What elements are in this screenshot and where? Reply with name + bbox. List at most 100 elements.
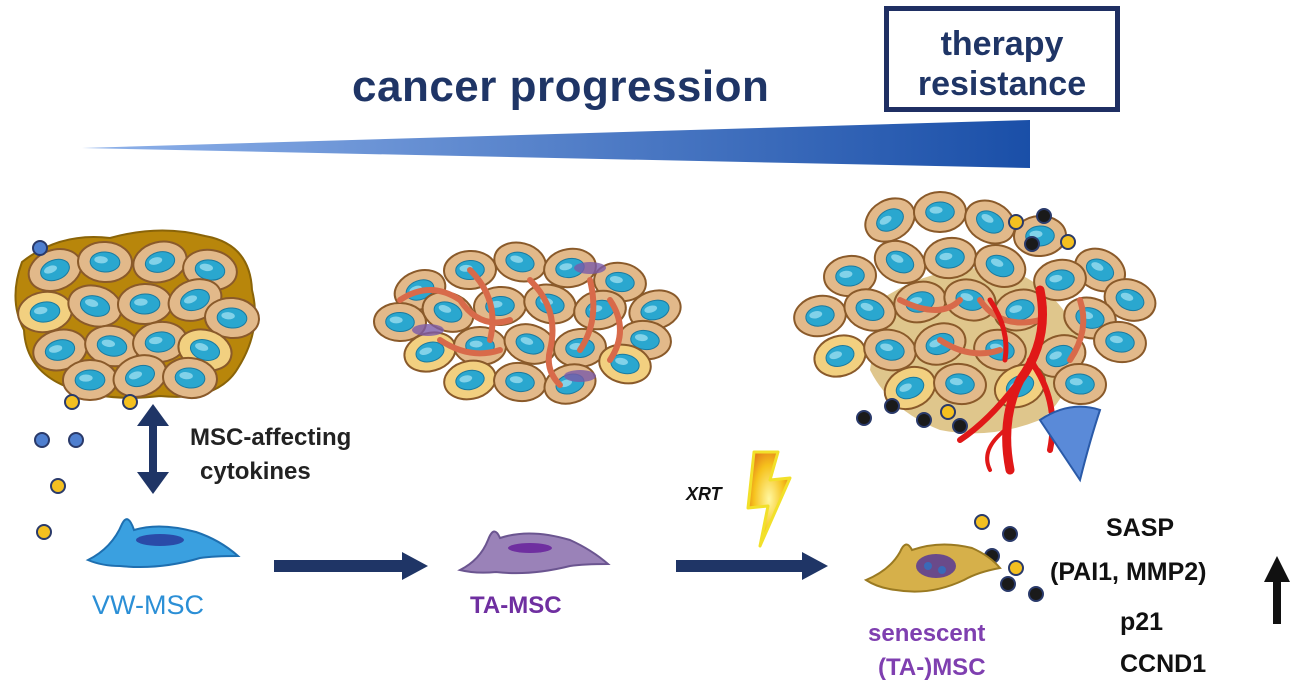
- vw-msc-nucleus: [136, 534, 184, 546]
- cytokine-dot: [916, 412, 932, 428]
- cytokine-dot: [1008, 560, 1024, 576]
- tumor-2-vessel: [467, 267, 496, 343]
- vw-msc-label: VW-MSC: [92, 590, 204, 620]
- tumor-1-cell: [32, 328, 88, 372]
- therapy-label-line1: therapy: [940, 25, 1064, 63]
- cytokine-dot: [940, 404, 956, 420]
- tumor-2-msc: [574, 262, 606, 274]
- cytokine-dot: [884, 398, 900, 414]
- tumor-1: [17, 240, 260, 402]
- cytokine-dot: [1002, 526, 1018, 542]
- tumor-3-cell: [913, 322, 967, 366]
- upregulation-arrow: [1264, 556, 1290, 624]
- tumor-2-cell: [493, 361, 547, 403]
- cytokine-dot: [1024, 236, 1040, 252]
- senescent-msc-nucleus: [916, 554, 956, 578]
- tumor-3-cell: [863, 328, 917, 372]
- tumor-3-cell: [1053, 362, 1107, 406]
- ta-msc-nucleus: [508, 543, 552, 553]
- tumor-1-cell: [162, 356, 218, 400]
- tumor-2-vessel: [527, 277, 563, 388]
- cytokine-dot: [50, 478, 66, 494]
- cytokines-label-line2: cytokines: [200, 458, 311, 485]
- cytokine-dot: [32, 240, 48, 256]
- flow-arrow-2: [676, 552, 828, 580]
- tumor-1-cell: [84, 324, 140, 368]
- cytokine-dot: [122, 394, 138, 410]
- tumor-1-cell: [132, 320, 188, 364]
- sasp-genes-label: (PAI1, MMP2): [1050, 558, 1207, 586]
- cytokines-label-line1: MSC-affecting: [190, 424, 352, 451]
- cytokine-dot: [64, 394, 80, 410]
- tumor-1-cell: [62, 358, 118, 402]
- tumor-3-cell: [933, 362, 987, 406]
- radiation-bolt-icon: [746, 450, 792, 548]
- tumor-3-cell: [883, 365, 937, 411]
- sasp-label: SASP: [1106, 514, 1175, 542]
- senescent-msc-granule: [938, 566, 946, 574]
- tumor-3-cell: [864, 197, 916, 243]
- tumor-3-cell: [1074, 247, 1126, 293]
- tumor-3-cell: [823, 254, 877, 298]
- tumor-1-cell: [27, 248, 83, 292]
- tumor-2-cell: [453, 325, 507, 367]
- cytokine-dot: [1036, 208, 1052, 224]
- cytokine-dot: [68, 432, 84, 448]
- senescent-msc-label-line2: (TA-)MSC: [878, 654, 986, 681]
- cytokine-dot: [856, 410, 872, 426]
- tumor-2-cell: [493, 241, 547, 283]
- tumor-2-cell: [628, 289, 682, 331]
- tumor-2: [373, 241, 682, 405]
- tumor-1-cell: [204, 296, 260, 340]
- cytokine-dot: [1000, 576, 1016, 592]
- tumor-3-vessel: [977, 297, 1043, 326]
- tumor-3-cell: [923, 236, 977, 280]
- tumor-3-vessel: [1067, 297, 1087, 363]
- tumor-3-red-vessels: [957, 285, 1056, 475]
- tumor-3-vessel: [937, 337, 1003, 357]
- cytokine-double-arrow: [137, 404, 169, 494]
- ta-msc-label: TA-MSC: [470, 592, 562, 619]
- tumor-3-cell: [873, 239, 927, 285]
- xrt-label: XRT: [686, 484, 722, 504]
- tumor-1-cell: [112, 354, 168, 398]
- tumor-2-vessel: [577, 277, 597, 353]
- tumor-3-cell: [793, 294, 847, 338]
- cytokine-dot: [1008, 214, 1024, 230]
- tumor-3-vessel: [897, 297, 963, 313]
- tumor-1-cell: [117, 282, 173, 326]
- senescent-msc-granule: [924, 562, 932, 570]
- senescent-msc-label-line1: senescent: [868, 620, 986, 647]
- therapy-resistance-box: therapy resistance: [884, 6, 1120, 112]
- tumor-2-vessel: [437, 337, 503, 357]
- tumor-2-vessel: [607, 297, 623, 363]
- therapy-label-line2: resistance: [917, 65, 1087, 103]
- cancer-progression-label: cancer progression: [352, 62, 770, 111]
- tumor-1-cell: [132, 240, 188, 284]
- cytokine-dot: [1060, 234, 1076, 250]
- p21-label: p21: [1120, 608, 1164, 636]
- tumor-1-cell: [77, 240, 133, 284]
- flow-arrow-1: [274, 552, 428, 580]
- tumor-3-cell: [1033, 258, 1087, 302]
- tumor-3-cell: [843, 288, 897, 332]
- tumor-3: [793, 190, 1157, 411]
- cytokine-dot: [952, 418, 968, 434]
- cytokine-dot: [34, 432, 50, 448]
- tumor-2-cell: [443, 359, 497, 401]
- tumor-3-cell: [973, 244, 1027, 288]
- cytokine-dot: [1028, 586, 1044, 602]
- tumor-1-cell: [67, 284, 123, 328]
- tumor-2-msc: [412, 324, 444, 336]
- ccnd1-label: CCND1: [1120, 650, 1207, 678]
- tumor-3-cell: [813, 334, 867, 378]
- tumor-3-blue-msc: [1038, 405, 1102, 483]
- tumor-3-cell: [913, 190, 967, 234]
- tumor-3-cell: [964, 199, 1016, 245]
- progression-wedge: [82, 120, 1030, 168]
- cytokine-dot: [36, 524, 52, 540]
- cytokine-dot: [974, 514, 990, 530]
- tumor-3-cell: [1103, 278, 1157, 322]
- tumor-3-cell: [1093, 320, 1147, 364]
